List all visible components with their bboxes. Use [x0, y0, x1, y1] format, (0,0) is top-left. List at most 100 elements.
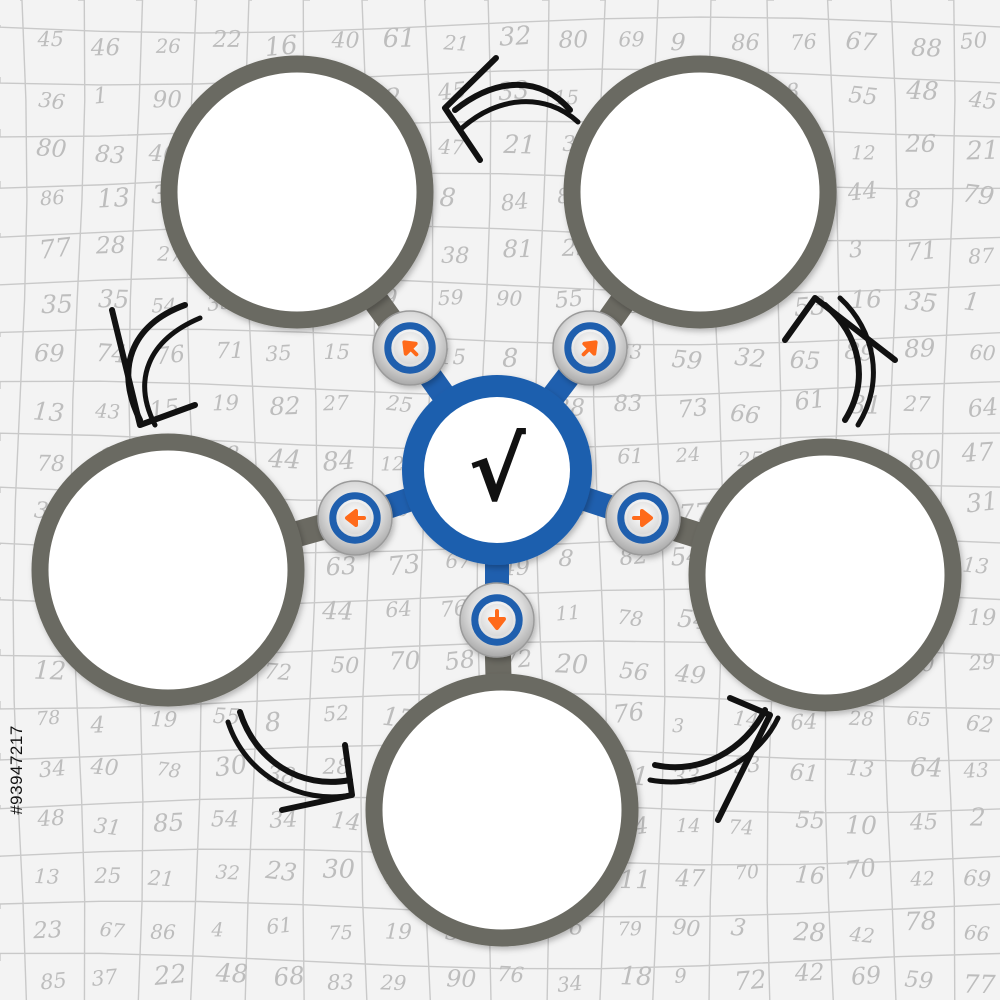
svg-text:85: 85 [152, 807, 184, 837]
svg-text:15: 15 [323, 340, 350, 364]
svg-text:83: 83 [94, 139, 126, 169]
curved-arrow-top [442, 55, 581, 163]
svg-text:35: 35 [265, 341, 293, 367]
svg-text:88: 88 [911, 34, 943, 63]
svg-text:83: 83 [613, 391, 642, 418]
svg-text:59: 59 [671, 345, 704, 376]
svg-text:69: 69 [850, 961, 882, 991]
svg-text:76: 76 [497, 961, 525, 987]
svg-text:80: 80 [908, 444, 941, 475]
svg-text:48: 48 [214, 958, 249, 989]
svg-text:26: 26 [155, 35, 181, 58]
svg-text:23: 23 [32, 917, 63, 944]
svg-text:68: 68 [272, 960, 306, 992]
svg-text:86: 86 [150, 920, 176, 945]
svg-text:67: 67 [99, 918, 127, 943]
svg-text:80: 80 [558, 26, 588, 54]
svg-text:27: 27 [902, 391, 931, 417]
svg-text:47: 47 [960, 437, 995, 468]
curved-arrow-left [109, 302, 203, 428]
svg-text:47: 47 [437, 135, 465, 160]
svg-text:64: 64 [967, 392, 1000, 423]
svg-text:78: 78 [904, 906, 937, 936]
curved-arrows [109, 55, 898, 823]
svg-text:81: 81 [503, 235, 534, 263]
svg-text:73: 73 [676, 393, 709, 424]
svg-text:1: 1 [962, 286, 981, 317]
svg-text:61: 61 [383, 24, 416, 54]
svg-text:19: 19 [968, 605, 997, 631]
svg-text:3: 3 [847, 236, 864, 264]
svg-text:22: 22 [212, 27, 242, 53]
svg-text:18: 18 [619, 961, 652, 991]
svg-text:45: 45 [36, 27, 64, 51]
svg-text:48: 48 [905, 76, 939, 106]
svg-text:76: 76 [790, 29, 818, 55]
node-right [688, 438, 962, 712]
connector-badges [317, 310, 681, 658]
svg-text:12: 12 [33, 656, 67, 687]
square-root-icon: √ [468, 421, 526, 521]
svg-text:58: 58 [443, 645, 477, 676]
svg-text:69: 69 [34, 339, 65, 367]
svg-text:55: 55 [554, 285, 585, 314]
svg-text:32: 32 [733, 342, 767, 374]
svg-text:66: 66 [729, 399, 762, 430]
node-left [31, 433, 305, 707]
svg-text:40: 40 [330, 28, 359, 53]
svg-text:32: 32 [498, 21, 532, 53]
svg-text:22: 22 [152, 959, 188, 992]
arrow-left-icon [317, 480, 393, 556]
svg-text:13: 13 [96, 183, 130, 215]
svg-text:78: 78 [155, 757, 182, 783]
svg-text:73: 73 [386, 549, 422, 582]
svg-text:44: 44 [266, 444, 301, 476]
svg-text:27: 27 [322, 391, 349, 416]
svg-text:13: 13 [845, 756, 875, 784]
svg-text:43: 43 [962, 758, 989, 782]
svg-text:59: 59 [437, 285, 464, 310]
svg-text:86: 86 [731, 30, 760, 56]
svg-text:50: 50 [331, 652, 360, 679]
svg-text:79: 79 [961, 178, 996, 211]
svg-text:42: 42 [793, 958, 825, 988]
svg-text:11: 11 [555, 601, 581, 626]
svg-text:44: 44 [845, 176, 878, 207]
svg-text:32: 32 [215, 860, 241, 884]
svg-text:38: 38 [441, 243, 469, 269]
svg-text:52: 52 [322, 700, 350, 726]
svg-text:60: 60 [969, 340, 997, 366]
svg-text:64: 64 [384, 596, 412, 622]
svg-text:80: 80 [35, 133, 67, 163]
arrow-up-right-icon [552, 310, 628, 386]
center-hub: √ [402, 375, 592, 565]
svg-text:55: 55 [212, 704, 241, 730]
svg-text:75: 75 [328, 921, 353, 945]
svg-text:29: 29 [379, 970, 407, 995]
svg-text:48: 48 [36, 806, 66, 833]
svg-text:8: 8 [904, 185, 922, 215]
svg-text:14: 14 [330, 808, 362, 837]
svg-text:10: 10 [845, 810, 877, 840]
svg-text:87: 87 [968, 243, 996, 268]
svg-text:61: 61 [789, 760, 820, 788]
svg-text:59: 59 [903, 966, 934, 994]
svg-text:44: 44 [321, 596, 354, 626]
svg-text:8: 8 [264, 707, 283, 738]
svg-text:8: 8 [558, 546, 575, 573]
svg-text:82: 82 [269, 391, 301, 421]
svg-text:16: 16 [850, 284, 882, 314]
arrow-up-left-icon [372, 310, 448, 386]
svg-text:21: 21 [146, 866, 175, 892]
svg-text:70: 70 [843, 853, 877, 885]
svg-text:69: 69 [962, 866, 992, 893]
svg-text:42: 42 [909, 867, 936, 891]
svg-text:34: 34 [556, 971, 584, 997]
svg-text:45: 45 [966, 86, 998, 115]
svg-text:74: 74 [728, 816, 754, 840]
svg-text:26: 26 [904, 130, 936, 158]
svg-text:85: 85 [39, 968, 68, 994]
svg-text:25: 25 [93, 863, 121, 888]
